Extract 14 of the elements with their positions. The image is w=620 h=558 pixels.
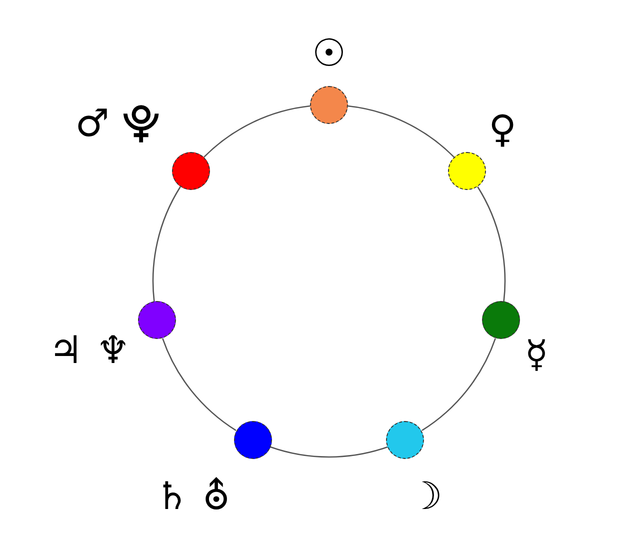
planet-symbol: ♄ ⛢: [155, 476, 230, 515]
connector-arc: [152, 186, 181, 302]
planet-symbol: ☿: [524, 335, 548, 374]
planet-symbol: ♀: [488, 110, 517, 148]
connector-arc: [204, 105, 310, 158]
connector-arc: [348, 105, 454, 158]
connector-arc: [422, 338, 496, 431]
planet-symbol: ☉: [312, 34, 346, 72]
planet-symbol: ♂ ⯓: [75, 104, 160, 142]
connector-arc: [162, 338, 236, 431]
connector-arc: [270, 446, 388, 458]
planet-symbol: ♃ ♆: [48, 331, 130, 370]
connector-arc: [477, 186, 506, 302]
planet-symbol: ☽: [408, 476, 442, 515]
